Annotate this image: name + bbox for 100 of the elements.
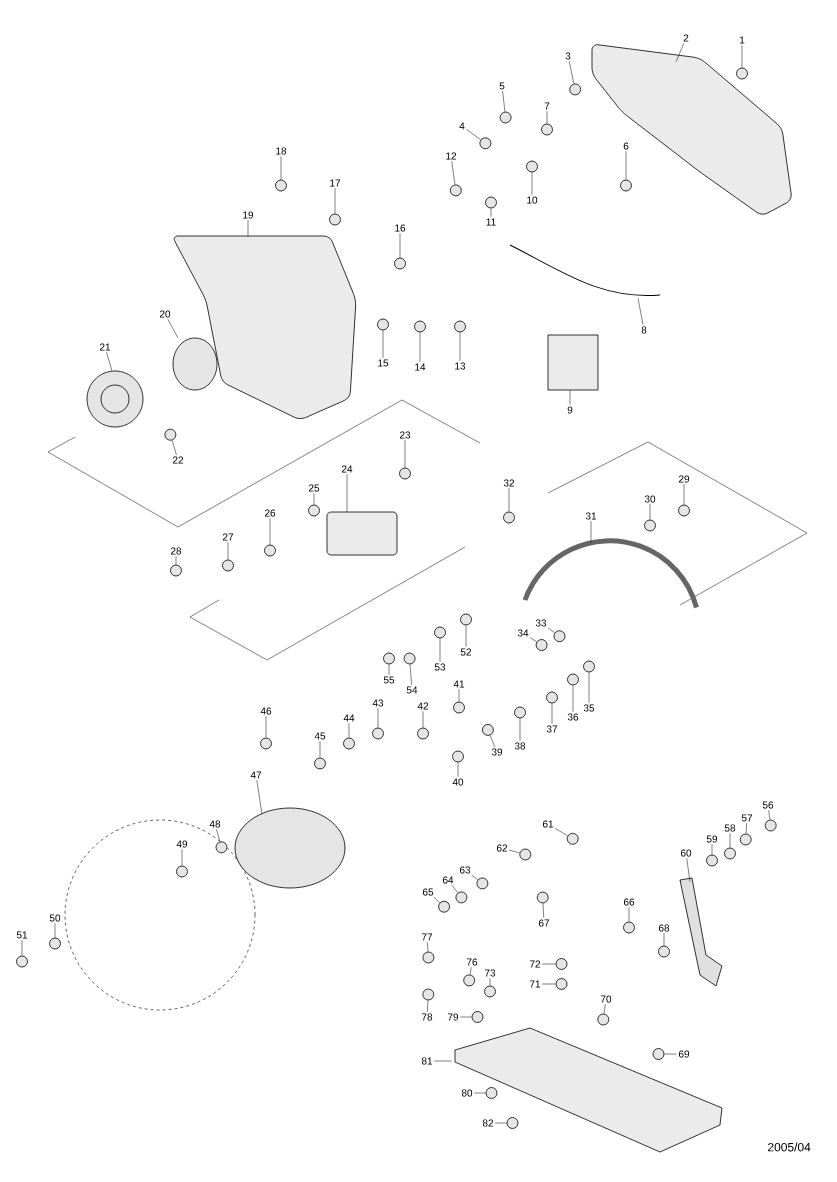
- callout-number: 71: [529, 980, 541, 988]
- leader-line: [427, 1000, 429, 1012]
- part-drawing: [49, 937, 61, 950]
- callout-number: 10: [527, 196, 538, 204]
- leader-line: [663, 933, 665, 946]
- part-drawing: [234, 807, 346, 889]
- leader-line: [256, 779, 263, 815]
- callout-number: 48: [209, 820, 221, 828]
- callout-number: 65: [422, 888, 434, 896]
- leader-line: [519, 718, 521, 741]
- leader-line: [542, 903, 544, 918]
- leader-line: [675, 42, 685, 63]
- callout-number: 29: [678, 475, 690, 483]
- callout-number: 15: [378, 359, 389, 367]
- part-drawing: [455, 891, 468, 904]
- part-drawing: [623, 921, 635, 934]
- leader-line: [269, 518, 271, 545]
- leader-line: [21, 939, 23, 956]
- callout-number: 79: [447, 1013, 459, 1021]
- part-drawing: [526, 160, 538, 173]
- part-drawing: [706, 854, 718, 867]
- part-drawing: [173, 235, 357, 419]
- callout-number: 20: [159, 310, 171, 318]
- part-drawing: [16, 955, 28, 968]
- leader-line: [741, 44, 743, 68]
- part-drawing: [164, 428, 177, 441]
- leader-line: [474, 1092, 486, 1094]
- callout-number: 24: [341, 465, 353, 473]
- part-drawing: [479, 137, 492, 150]
- part-drawing: [434, 626, 446, 639]
- callout-number: 19: [243, 211, 254, 219]
- callout-number: 67: [538, 919, 550, 927]
- part-drawing: [170, 564, 182, 577]
- callout-number: 41: [453, 680, 465, 688]
- leader-line: [422, 710, 424, 728]
- part-drawing: [519, 848, 532, 861]
- leader-line: [451, 160, 456, 185]
- part-drawing: [260, 737, 272, 750]
- callout-number: 76: [466, 958, 478, 966]
- leader-line: [334, 187, 336, 214]
- callout-number: 78: [421, 1013, 433, 1021]
- callout-number: 58: [724, 824, 736, 832]
- part-drawing: [724, 847, 736, 860]
- callout-number: 56: [762, 801, 774, 809]
- part-drawing: [453, 701, 465, 714]
- leader-line: [590, 521, 592, 544]
- part-drawing: [553, 630, 566, 643]
- part-drawing: [547, 334, 599, 391]
- leader-line: [625, 151, 627, 180]
- callout-number: 3: [565, 52, 571, 60]
- leader-line: [637, 297, 644, 325]
- part-drawing: [326, 511, 398, 556]
- callout-number: 70: [600, 995, 612, 1003]
- part-drawing: [417, 727, 429, 740]
- callout-number: 45: [314, 732, 326, 740]
- leader-line: [427, 941, 429, 952]
- part-drawing: [454, 320, 466, 333]
- callout-number: 38: [514, 742, 526, 750]
- part-drawing: [383, 652, 395, 665]
- callout-number: 39: [491, 748, 503, 756]
- callout-number: 34: [517, 629, 529, 637]
- leader-line: [542, 983, 556, 985]
- part-drawing: [652, 1048, 665, 1060]
- leader-line: [572, 685, 574, 712]
- part-drawing: [522, 538, 699, 609]
- callout-number: 77: [421, 933, 433, 941]
- part-drawing: [555, 958, 568, 970]
- callout-number: 69: [678, 1050, 690, 1058]
- leader-line: [768, 810, 771, 820]
- callout-number: 46: [260, 707, 272, 715]
- part-drawing: [394, 257, 406, 270]
- part-drawing: [514, 706, 526, 719]
- callout-number: 12: [446, 152, 457, 160]
- part-drawing: [535, 639, 548, 651]
- callout-number: 13: [455, 362, 466, 370]
- leader-line: [247, 220, 249, 237]
- leader-line: [106, 351, 113, 372]
- callout-number: 63: [459, 866, 471, 874]
- leader-line: [167, 319, 179, 339]
- callout-number: 22: [172, 456, 184, 464]
- part-drawing: [463, 974, 476, 987]
- part-drawing: [449, 184, 462, 197]
- part-drawing: [275, 179, 287, 192]
- leader-line: [686, 858, 691, 883]
- callout-number: 52: [460, 648, 472, 656]
- leader-line: [409, 664, 412, 686]
- callout-number: 31: [585, 512, 597, 520]
- part-drawing: [314, 757, 326, 770]
- leader-line: [459, 332, 461, 361]
- part-drawing: [399, 467, 411, 480]
- leader-line: [495, 1122, 507, 1124]
- part-drawing: [679, 877, 723, 987]
- leader-line: [745, 822, 747, 834]
- part-drawing: [422, 988, 435, 1001]
- callout-number: 50: [49, 914, 61, 922]
- callout-number: 82: [482, 1119, 494, 1127]
- callout-number: 53: [434, 663, 446, 671]
- part-drawing: [438, 900, 450, 913]
- callout-number: 55: [383, 676, 395, 684]
- leader-line: [729, 833, 731, 848]
